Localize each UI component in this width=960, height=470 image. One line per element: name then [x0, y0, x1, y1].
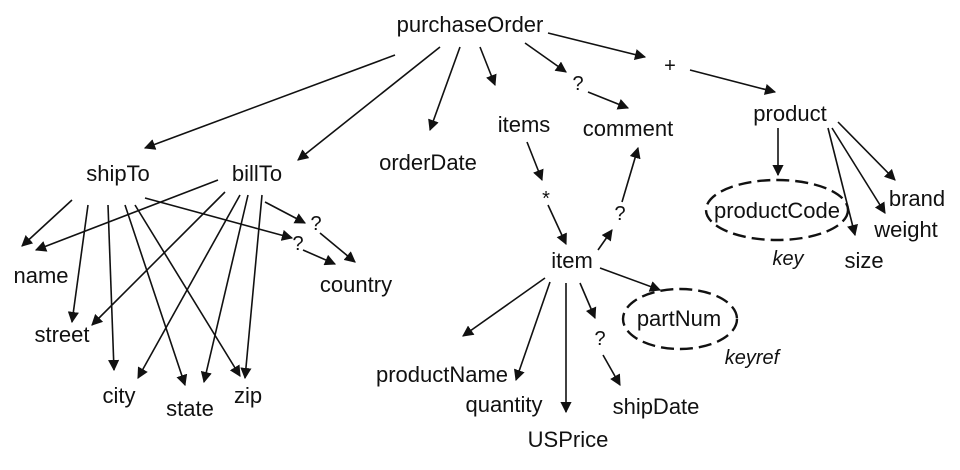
node-shipto: shipTo	[86, 161, 150, 186]
node-size: size	[844, 248, 883, 273]
edge-purchaseorder-plus	[547, 32, 647, 61]
edge-item-comment-opt	[597, 229, 613, 251]
productcode-key-ellipse	[704, 178, 850, 242]
node-labels: purchaseOrder shipTo billTo orderDate it…	[13, 12, 945, 452]
node-country: country	[320, 272, 392, 297]
edge-purchaseorder-billto	[297, 46, 441, 161]
edge-purchaseorder-comment-opt	[524, 42, 567, 73]
edge-star-item	[547, 204, 567, 246]
edge-item-shipdate-opt	[579, 282, 597, 320]
edge-billto-state	[200, 194, 249, 384]
node-city: city	[103, 383, 136, 408]
edge-item-quantity	[514, 281, 551, 382]
edge-purchaseorder-orderdate	[428, 46, 461, 132]
edge-product-size	[827, 127, 858, 237]
edge-shipto-city	[107, 204, 120, 372]
node-usprice: USPrice	[528, 427, 609, 452]
edge-billto-country-opt	[264, 201, 306, 224]
edge-shipto-country-opt	[144, 197, 294, 241]
edge-billto-name	[34, 179, 219, 252]
marker-optional-shipto-country: ?	[292, 233, 303, 255]
node-brand: brand	[889, 186, 945, 211]
edge-item-partnum	[599, 267, 662, 292]
node-street: street	[34, 322, 89, 347]
annotation-keyref: keyref	[725, 347, 782, 369]
partnum-keyref-ellipse	[621, 287, 739, 351]
node-item: item	[551, 248, 593, 273]
edge-comment-opt-to-comment	[587, 91, 630, 110]
edge-billto-street	[91, 191, 226, 326]
marker-star-items: *	[542, 188, 550, 210]
edge-billto-zip	[240, 194, 263, 380]
node-items: items	[498, 112, 551, 137]
node-product: product	[753, 101, 826, 126]
marker-optional-shipdate: ?	[594, 328, 605, 350]
annotation-key: key	[772, 248, 804, 270]
node-purchaseorder: purchaseOrder	[397, 12, 544, 37]
edge-shipto-state	[124, 204, 188, 387]
marker-plus: +	[664, 55, 676, 77]
edge-product-brand	[837, 121, 896, 181]
node-zip: zip	[234, 383, 262, 408]
marker-optional-billto-country: ?	[310, 213, 321, 235]
edge-billto-city	[137, 194, 241, 379]
edge-plus-product	[689, 69, 777, 95]
edge-shipto-opt-to-country	[302, 249, 337, 266]
edge-purchaseorder-items	[479, 46, 497, 87]
node-comment: comment	[583, 116, 673, 141]
marker-optional-comment: ?	[572, 73, 583, 95]
node-state: state	[166, 396, 214, 421]
node-productcode: productCode	[714, 198, 840, 223]
node-weight: weight	[873, 217, 938, 242]
edge-purchaseorder-shipto	[143, 54, 396, 150]
edges	[21, 32, 896, 414]
node-orderdate: orderDate	[379, 150, 477, 175]
edge-comment-opt-up	[621, 146, 641, 203]
edge-product-weight	[831, 127, 886, 214]
edge-shipdate-opt-to-shipdate	[602, 354, 621, 386]
edge-item-productname	[462, 277, 546, 337]
node-name: name	[13, 263, 68, 288]
edge-billto-opt-to-country	[319, 232, 356, 263]
node-productname: productName	[376, 362, 508, 387]
node-partnum: partNum	[637, 306, 721, 331]
edge-shipto-street	[67, 204, 89, 324]
node-billto: billTo	[232, 161, 282, 186]
edge-shipto-name	[21, 199, 73, 247]
cardinality-markers: + ? ? ? * ? ?	[292, 55, 675, 350]
node-quantity: quantity	[465, 392, 542, 417]
edge-items-star	[526, 141, 544, 182]
node-shipdate: shipDate	[613, 394, 700, 419]
marker-optional-item-comment: ?	[614, 203, 625, 225]
